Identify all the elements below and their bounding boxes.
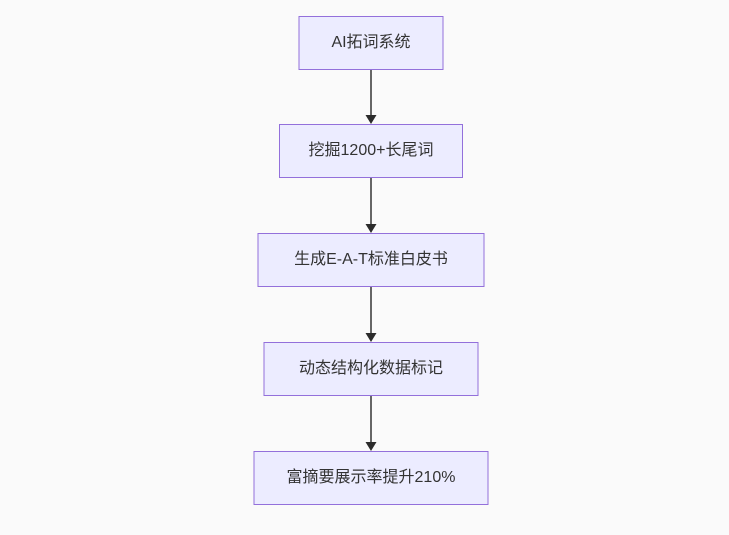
edge-step4-step5 <box>365 396 377 451</box>
edge-step3-step4 <box>365 287 377 342</box>
node-step5: 富摘要展示率提升210% <box>253 451 489 505</box>
node-step3: 生成E-A-T标准白皮书 <box>257 233 485 287</box>
node-step1-label: AI拓词系统 <box>331 34 411 51</box>
node-step2: 挖掘1200+长尾词 <box>279 124 463 178</box>
node-step3-label: 生成E-A-T标准白皮书 <box>294 251 448 268</box>
node-step2-label: 挖掘1200+长尾词 <box>308 142 434 159</box>
arrowhead-icon <box>365 333 377 342</box>
arrowhead-icon <box>365 442 377 451</box>
edge-step2-step3 <box>365 178 377 233</box>
arrowhead-icon <box>365 224 377 233</box>
node-step1: AI拓词系统 <box>298 16 444 70</box>
edge-step1-step2 <box>365 70 377 124</box>
node-step4-label: 动态结构化数据标记 <box>298 360 443 377</box>
arrowhead-icon <box>365 115 377 124</box>
node-step4: 动态结构化数据标记 <box>263 342 479 396</box>
node-step5-label: 富摘要展示率提升210% <box>286 469 456 486</box>
